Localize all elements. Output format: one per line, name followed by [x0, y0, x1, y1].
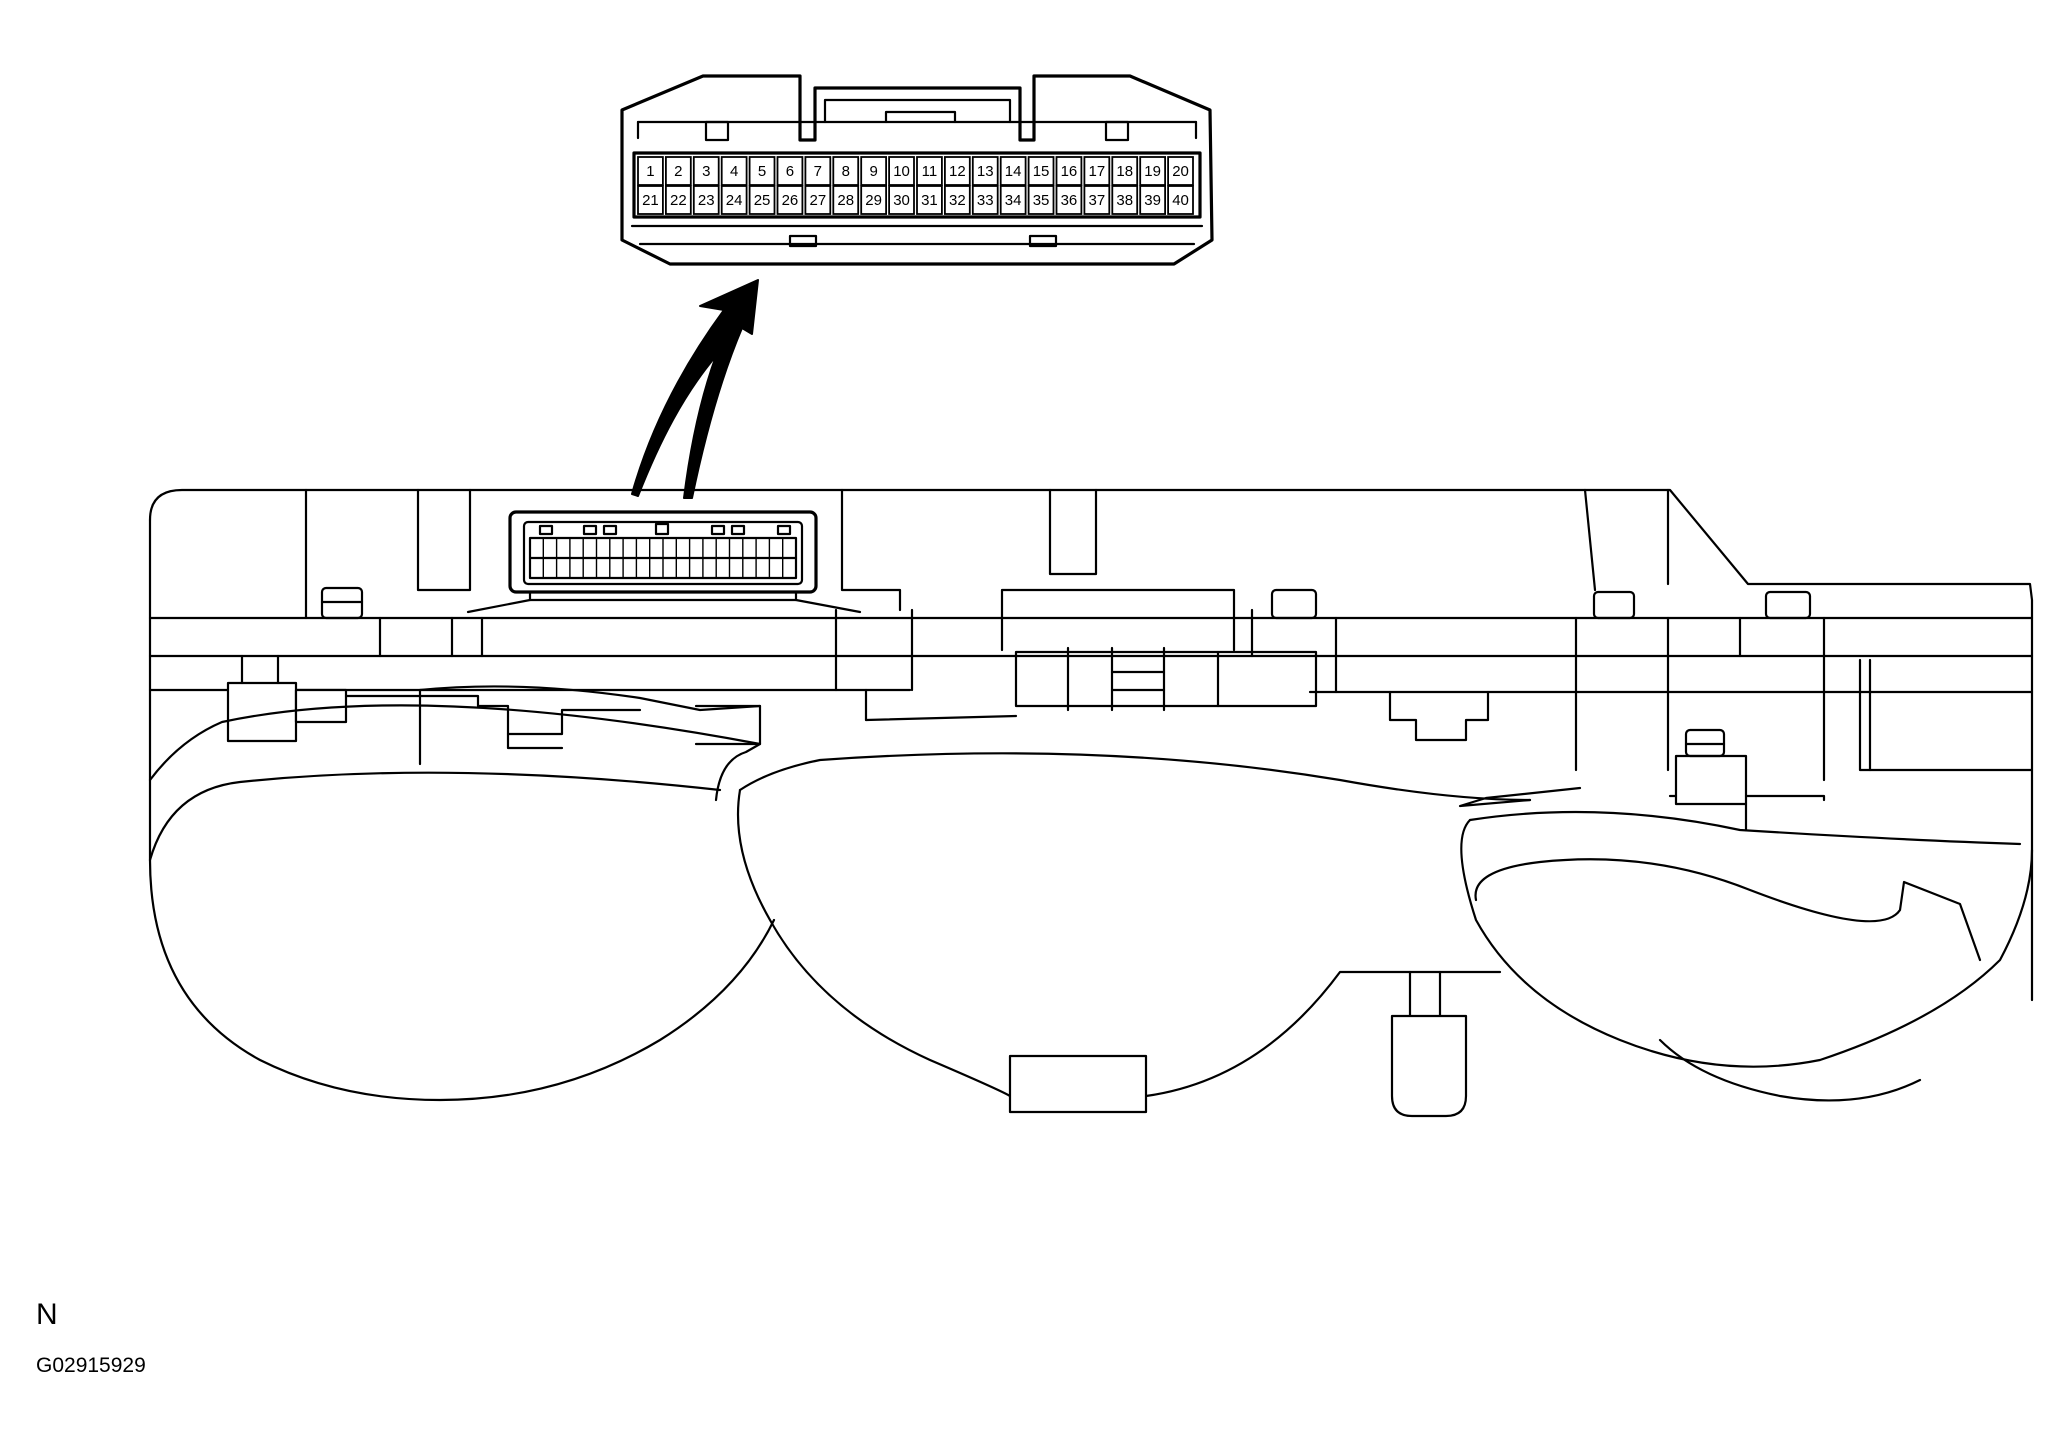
arrow — [631, 279, 759, 499]
pin-cavity — [776, 185, 804, 215]
combination-meter — [148, 488, 2034, 1118]
pin-number: 33 — [977, 192, 994, 209]
pin-cavity — [692, 185, 720, 215]
pin-cavity — [916, 185, 943, 215]
pin-cavity — [1167, 185, 1194, 215]
pin-number: 32 — [949, 192, 966, 209]
pin-cavity — [944, 156, 971, 186]
pin-number: 35 — [1033, 192, 1050, 209]
pin-cavity — [832, 185, 860, 215]
pin-number: 9 — [869, 163, 877, 180]
pin-cavity — [804, 156, 832, 186]
pin-cavity — [1111, 156, 1139, 186]
pin-number: 37 — [1089, 192, 1106, 209]
pin-cavity — [999, 156, 1027, 186]
pin-number: 11 — [922, 163, 938, 180]
pin-number: 34 — [1005, 192, 1022, 209]
pin-cavity — [971, 185, 999, 215]
pin-number: 6 — [786, 163, 794, 180]
pin-number: 29 — [865, 192, 882, 209]
pin-cavity — [665, 156, 692, 186]
pin-number: 36 — [1061, 192, 1078, 209]
pin-number: 7 — [814, 163, 822, 180]
pin-number: 13 — [977, 163, 994, 180]
pin-cavity — [748, 185, 776, 215]
pin-cavity — [832, 156, 860, 186]
pin-number: 21 — [642, 192, 659, 209]
pin-cavity — [888, 156, 915, 186]
pin-cavity — [720, 185, 748, 215]
pin-cavity — [804, 185, 832, 215]
pin-cavity — [1083, 185, 1111, 215]
pin-number: 31 — [921, 192, 938, 209]
pin-cavity — [1083, 156, 1111, 186]
pin-number: 1 — [646, 163, 654, 180]
pin-cavity — [1055, 185, 1083, 215]
pin-number: 26 — [782, 192, 799, 209]
pin-number: 15 — [1033, 163, 1050, 180]
pin-number: 24 — [726, 192, 743, 209]
pin-cavity — [999, 185, 1027, 215]
pin-number: 20 — [1172, 163, 1189, 180]
pin-number: 8 — [842, 163, 850, 180]
pin-cavity — [720, 156, 748, 186]
pin-cavity — [776, 156, 804, 186]
pin-number: 38 — [1116, 192, 1133, 209]
pin-cavity — [1167, 156, 1194, 186]
pin-cavity — [1139, 185, 1166, 215]
pin-number: 5 — [758, 163, 766, 180]
pin-number: 2 — [674, 163, 682, 180]
pin-number: 27 — [810, 192, 827, 209]
pin-number: 28 — [837, 192, 854, 209]
pin-number: 14 — [1005, 163, 1022, 180]
pin-cavity — [944, 185, 971, 215]
pin-cavity — [1055, 156, 1083, 186]
pin-cavity — [692, 156, 720, 186]
pin-number: 30 — [893, 192, 910, 209]
pin-cavity — [916, 156, 943, 186]
pin-cavity — [1027, 185, 1055, 215]
pin-number: 18 — [1116, 163, 1133, 180]
pin-cavity — [1111, 185, 1139, 215]
pin-cavity — [637, 185, 664, 215]
pin-number: 12 — [949, 163, 966, 180]
pin-number: 10 — [893, 163, 910, 180]
pin-cavity — [1139, 156, 1166, 186]
pin-number: 25 — [754, 192, 771, 209]
pin-cavity — [860, 185, 888, 215]
pin-cavity — [971, 156, 999, 186]
pin-number: 22 — [670, 192, 687, 209]
pin-number: 16 — [1061, 163, 1078, 180]
pin-number: 3 — [702, 163, 710, 180]
pin-number: 23 — [698, 192, 715, 209]
pin-number: 17 — [1089, 163, 1106, 180]
pin-cavity — [748, 156, 776, 186]
figure-id-label: G02915929 — [36, 1354, 146, 1377]
pin-number: 4 — [730, 163, 738, 180]
meter-connector — [466, 510, 862, 614]
pin-cavity — [665, 185, 692, 215]
pin-cavity — [888, 185, 915, 215]
pin-number: 19 — [1144, 163, 1161, 180]
view-code-label: N — [36, 1298, 58, 1331]
pin-cavity — [1027, 156, 1055, 186]
pin-cavity — [637, 156, 664, 186]
pin-number: 40 — [1172, 192, 1189, 209]
pin-cavity — [860, 156, 888, 186]
pin-number: 39 — [1144, 192, 1161, 209]
